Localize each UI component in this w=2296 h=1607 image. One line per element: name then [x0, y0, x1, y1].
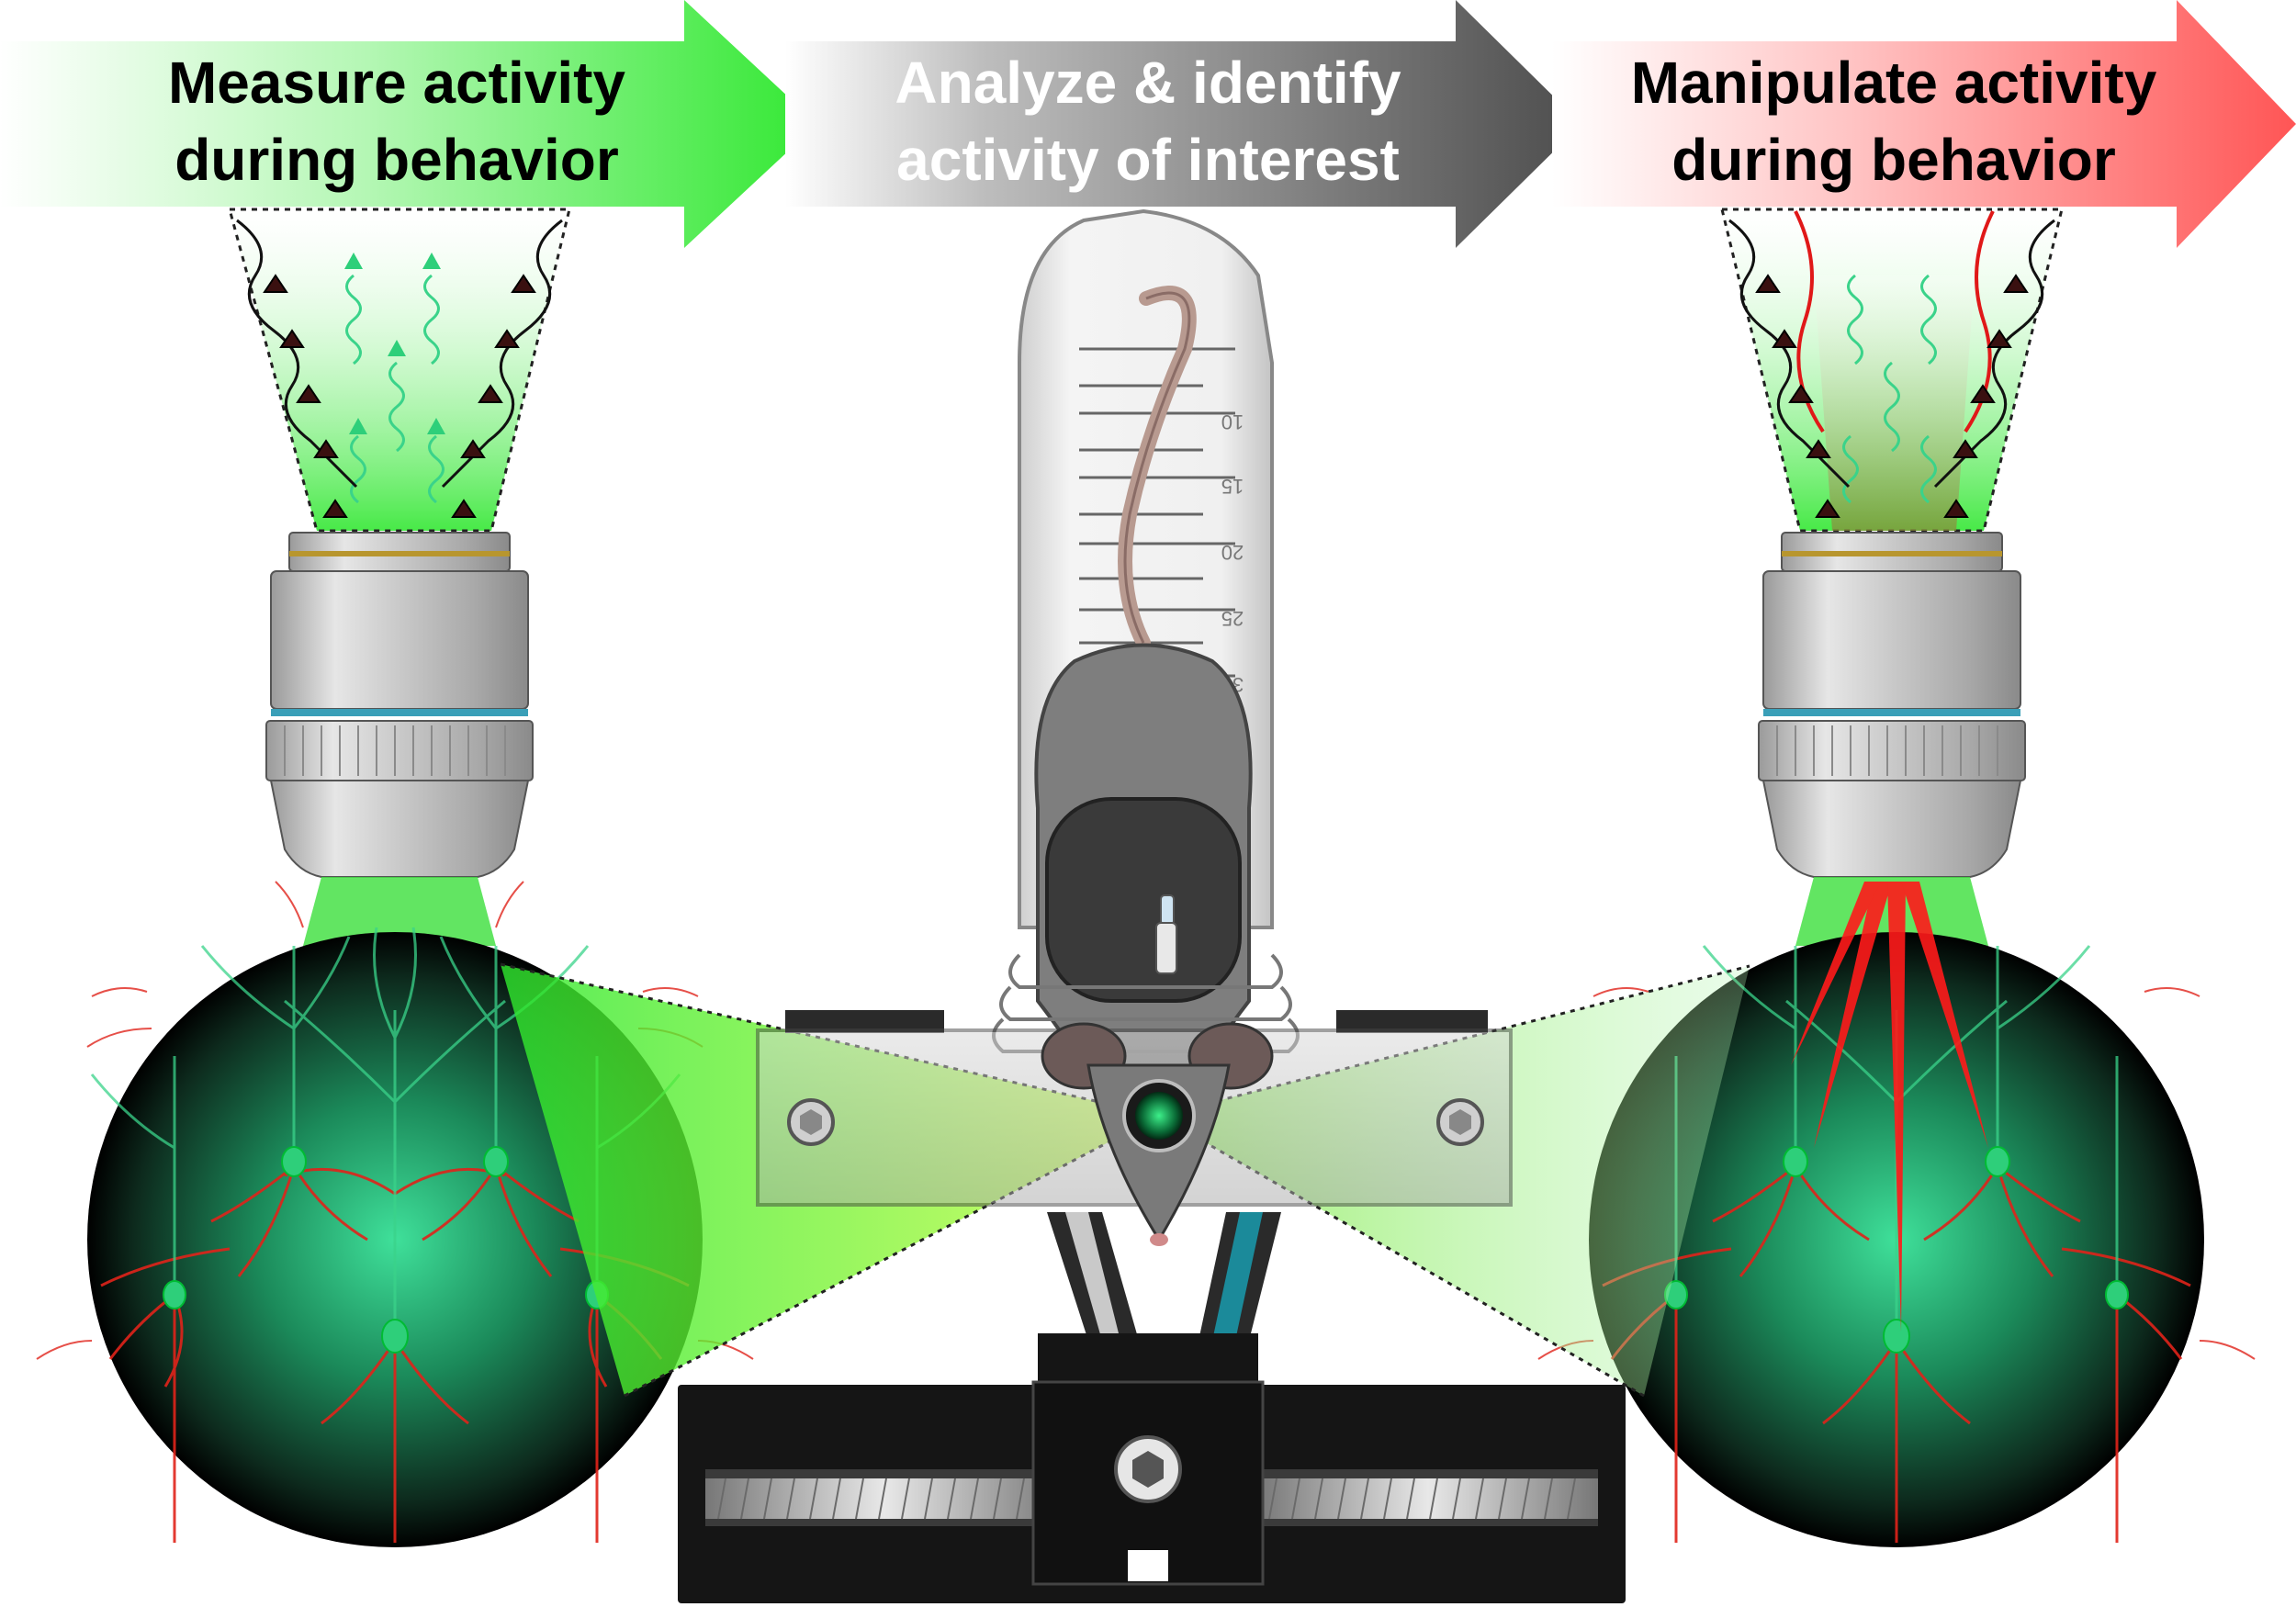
objective-lens-left — [265, 532, 534, 878]
step-arrow-manipulate: Manipulate activity during behavior — [1552, 0, 2296, 248]
step-arrow-analyze: Analyze & identify activity of interest — [785, 0, 1581, 248]
tube-scale-label: 25 — [1221, 607, 1244, 630]
step-analyze-line2: activity of interest — [896, 127, 1400, 193]
brain-tissue-sphere-right — [1537, 882, 2256, 1547]
lead-screw-right — [1258, 1478, 1598, 1519]
headcap — [1045, 797, 1242, 1003]
axon-chain-left — [236, 219, 563, 489]
translation-stage — [678, 1333, 1626, 1603]
neuron-activity-traces-left — [345, 274, 445, 504]
implant-connector — [1155, 894, 1177, 974]
step-measure-line2: during behavior — [174, 127, 619, 193]
step-manipulate-line1: Manipulate activity — [1631, 50, 2157, 116]
step-measure-line1: Measure activity — [168, 50, 625, 116]
imaging-cone-left — [228, 208, 571, 533]
tube-scale-label: 20 — [1221, 541, 1244, 564]
tube-scale-label: 10 — [1221, 410, 1244, 433]
excitation-beam-left — [303, 877, 496, 946]
objective-lens-right — [1758, 532, 2026, 878]
axon-chain-right — [1728, 219, 2055, 489]
step-arrow-measure: Measure activity during behavior — [0, 0, 817, 248]
step-manipulate-line2: during behavior — [1671, 127, 2116, 193]
stimulation-laser-beams — [1791, 882, 1988, 1332]
stage-posts — [1047, 1212, 1281, 1341]
imaging-cone-right — [1720, 208, 2064, 533]
mouse-head — [1041, 1022, 1274, 1246]
step-analyze-line1: Analyze & identify — [895, 50, 1401, 116]
tube-scale-label: 15 — [1221, 475, 1244, 498]
